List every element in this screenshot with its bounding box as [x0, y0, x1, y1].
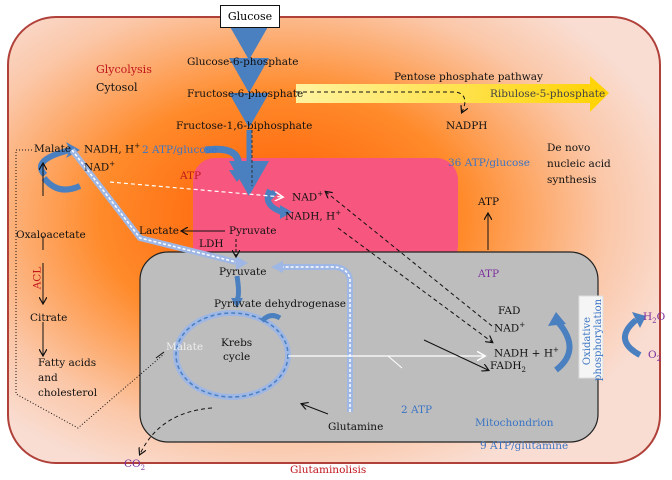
atp-purple: ATP	[478, 268, 500, 280]
glutaminolisis-label: Glutaminolisis	[290, 464, 367, 476]
ppp-label: Pentose phosphate pathway	[394, 71, 543, 83]
o2-label: O2	[648, 349, 662, 364]
atp-2-label: 2 ATP	[401, 404, 433, 416]
malate-label: Malate	[34, 143, 72, 155]
atp-36-glucose: 36 ATP/glucose	[448, 157, 530, 169]
fad-label: FAD	[498, 305, 521, 317]
curve-arrow-mid	[264, 188, 284, 215]
oxphos-label: Oxidative phosphorylation	[582, 298, 604, 381]
oxaloacetate-label: Oxaloacetate	[16, 229, 86, 241]
atp-red: ATP	[180, 170, 202, 182]
krebs-label: Krebs cycle	[221, 337, 253, 363]
co2-label: CO2	[124, 458, 146, 473]
pyruvate-mito: Pyruvate	[219, 266, 267, 278]
nadh-mid: NADH, H+	[285, 209, 342, 223]
oxphos-curve	[554, 320, 573, 373]
h2o-label: H2O	[643, 311, 666, 326]
ribulose-label: Ribulose-5-phosphate	[490, 88, 606, 100]
atp-2-glucose: 2 ATP/glucose	[142, 144, 218, 156]
mitochondrion-label: Mitochondrion	[475, 417, 554, 429]
pyruvate-cytosol: Pyruvate	[229, 225, 277, 237]
cytosol-label: Cytosol	[96, 81, 138, 94]
nad-mid: NAD+	[292, 190, 324, 204]
denovo-label: De novo nucleic acid synthesis	[547, 142, 611, 186]
malate-mito: Malate	[166, 341, 204, 353]
nadh-left: NADH, H+	[84, 142, 141, 156]
f16bp-label: Fructose-1,6-biphosphate	[176, 120, 313, 132]
curve-arrow-atp	[204, 145, 242, 173]
fadh2-label: FADH2	[490, 360, 526, 375]
g6p-label: Glucose-6-phosphate	[187, 56, 299, 68]
nadph-label: NADPH	[446, 120, 488, 132]
acl-label: ACL	[31, 266, 44, 290]
citrate-label: Citrate	[30, 312, 68, 324]
ldh-label: LDH	[199, 238, 224, 250]
glutamine-label: Glutamine	[328, 421, 384, 433]
f6p-label: Fructose-6-phosphate	[187, 88, 304, 100]
nadh-right: NADH + H+	[494, 346, 559, 360]
ppp-arrow	[296, 76, 609, 112]
lactate-label: Lactate	[139, 225, 180, 237]
nad-left: NAD+	[84, 160, 116, 174]
oxphos-box	[578, 295, 604, 379]
fatty-acids-label: Fatty acids and cholesterol	[38, 357, 98, 399]
nad-right: NAD+	[494, 321, 526, 335]
atp-9-glutamine: 9 ATP/glutamine	[480, 440, 569, 452]
glycolysis-label: Glycolysis	[96, 63, 152, 76]
glucose-box: Glucose	[220, 5, 280, 28]
pdh-label: Pyruvate dehydrogenase	[214, 298, 346, 310]
atp-right: ATP	[478, 196, 500, 208]
